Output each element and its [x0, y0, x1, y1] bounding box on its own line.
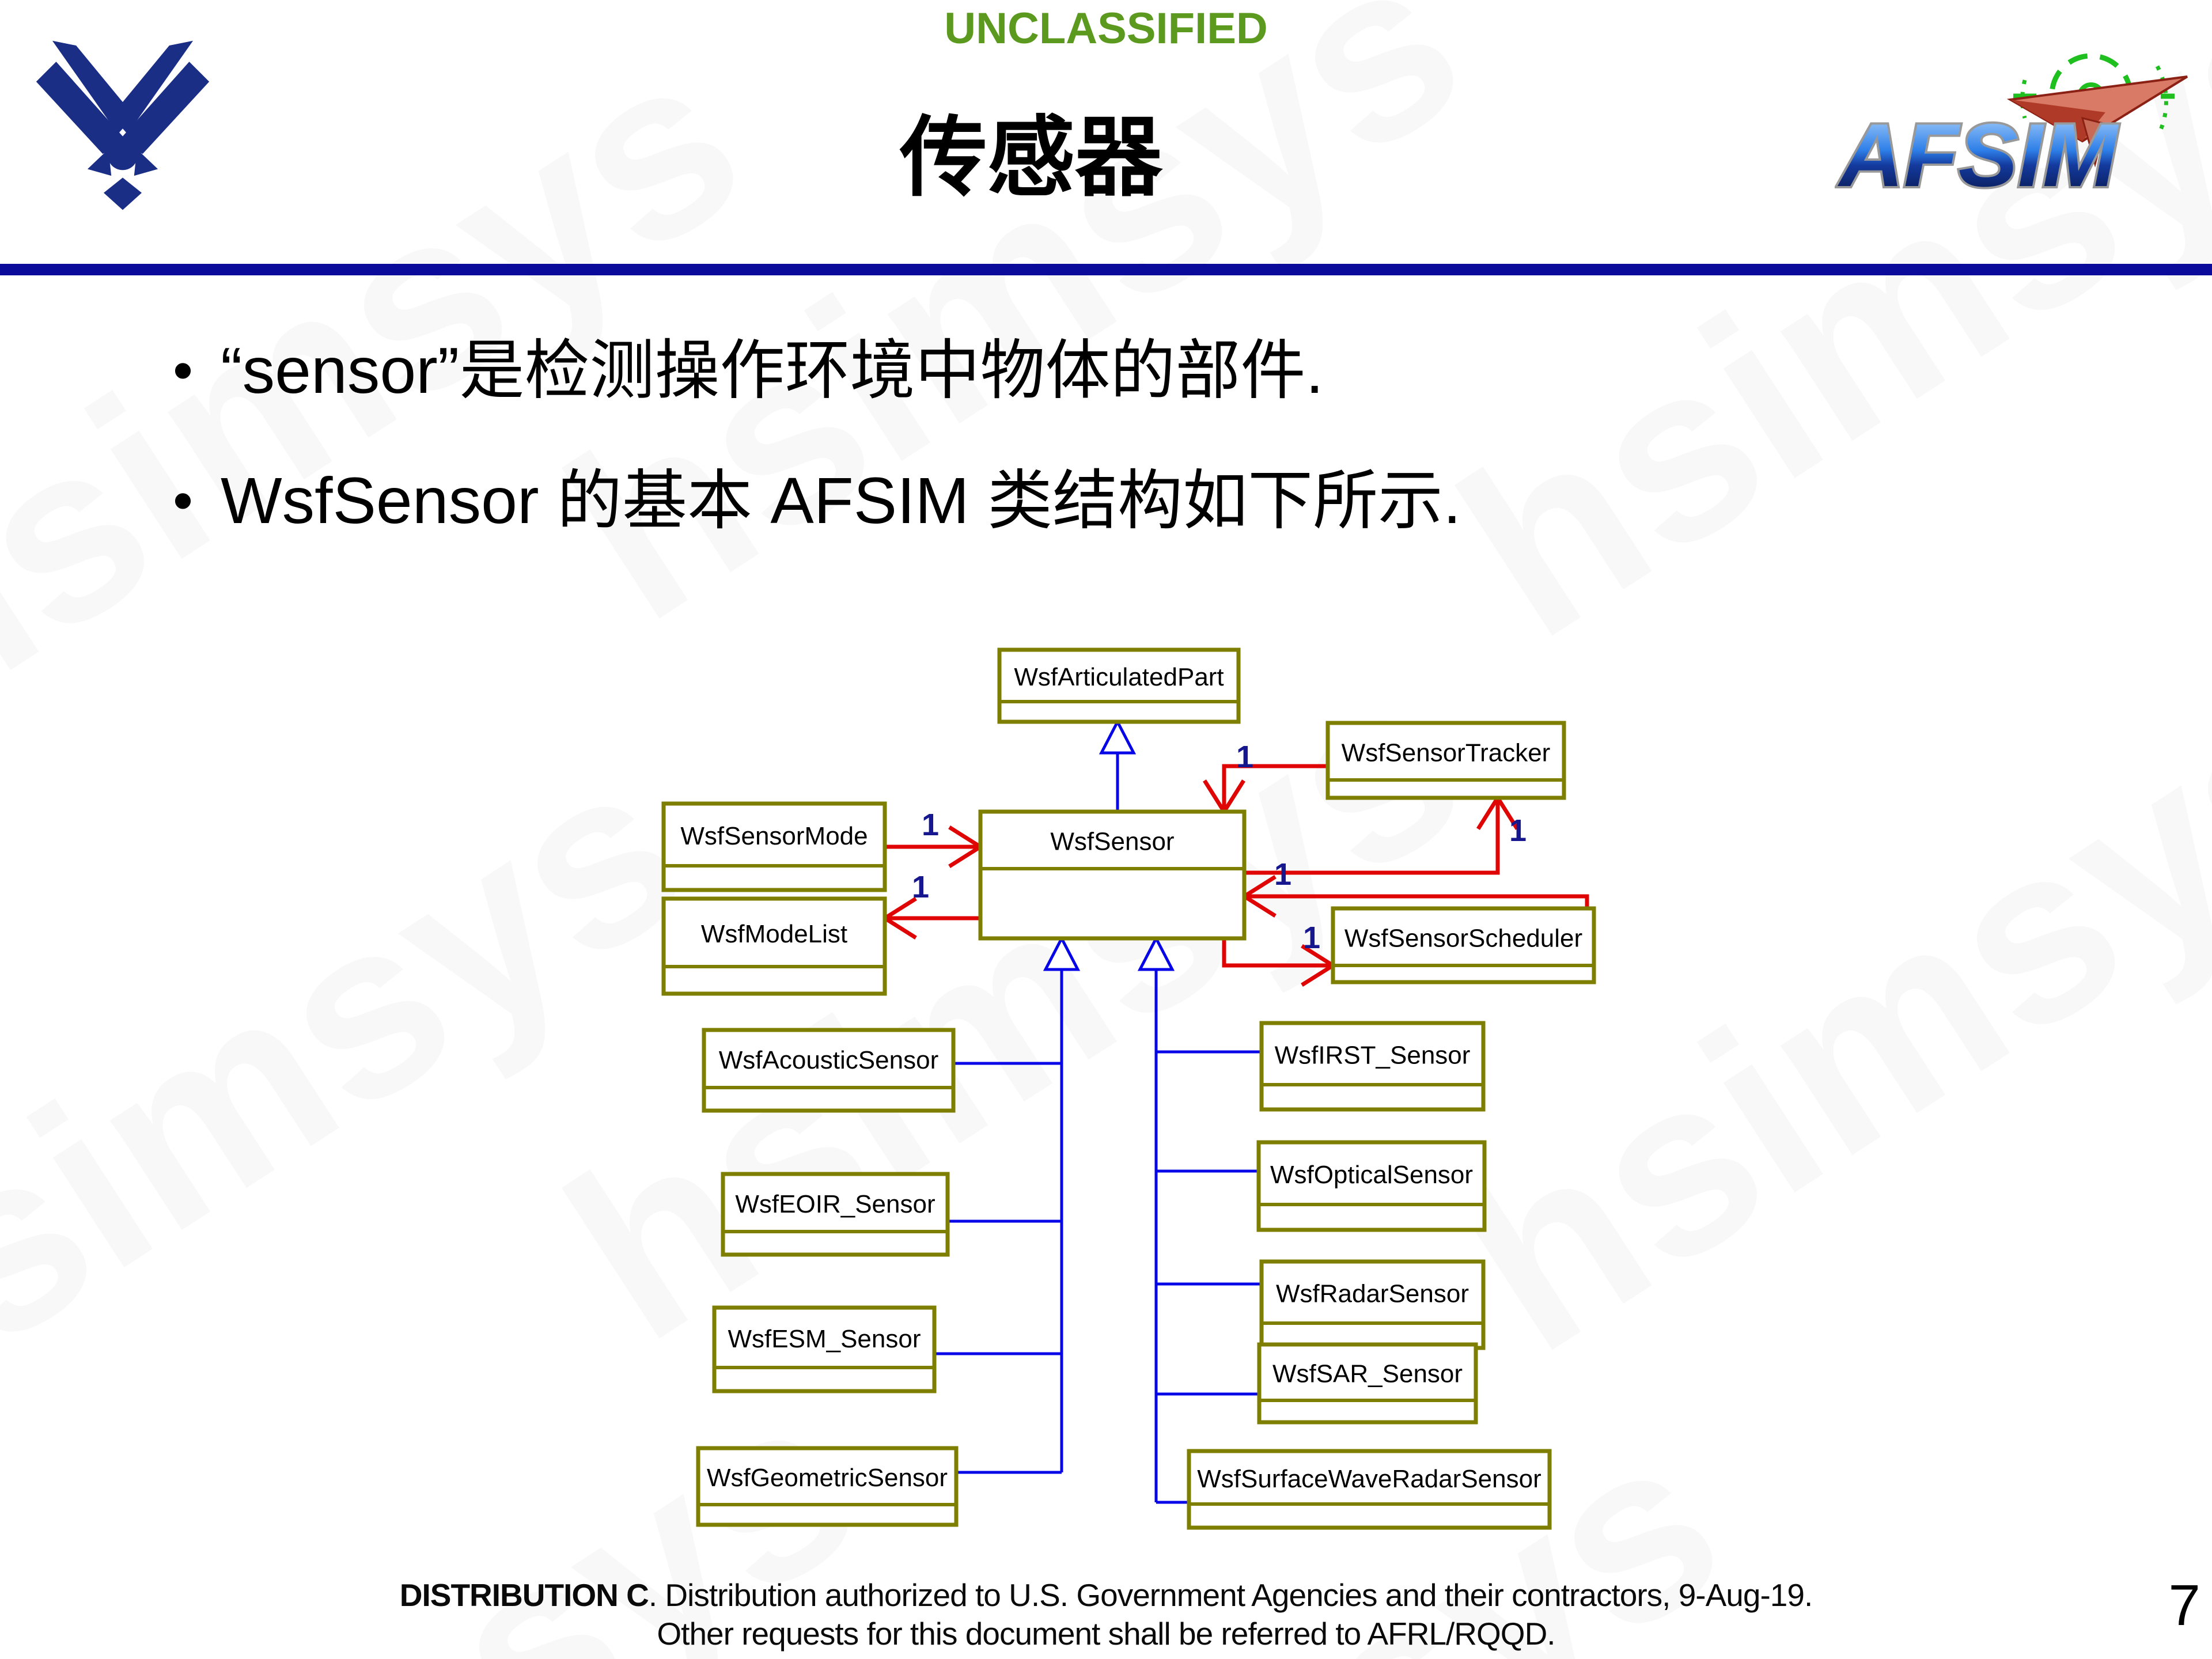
class-box-WsfEOIR_Sensor: [721, 1172, 950, 1257]
class-box-WsfSensor: [978, 809, 1247, 941]
multiplicity-label: 1: [912, 870, 929, 904]
class-label-WsfESM_Sensor: WsfESM_Sensor: [728, 1325, 921, 1353]
afsim-plane-icon: [2006, 75, 2188, 168]
class-label-WsfSensorTracker: WsfSensorTracker: [1342, 739, 1551, 767]
class-label-WsfEOIR_Sensor: WsfEOIR_Sensor: [735, 1190, 935, 1218]
class-label-WsfModeList: WsfModeList: [701, 920, 847, 948]
class-box-WsfAcousticSensor: [702, 1028, 956, 1113]
uml-class-boxes: WsfArticulatedPartWsfSensorTrackerWsfSen…: [661, 647, 1596, 1530]
multiplicity-label: 1: [1274, 857, 1291, 892]
bullet-marker: •: [173, 468, 194, 533]
assoc-sensor-to-scheduler: [1222, 938, 1333, 968]
distribution-line-1: DISTRIBUTION C. Distribution authorized …: [0, 1576, 2212, 1615]
class-label-WsfSensorScheduler: WsfSensorScheduler: [1344, 925, 1582, 953]
bullet-list: • “sensor”是检测操作环境中物体的部件. • WsfSensor 的基本…: [173, 327, 1959, 588]
bullet-marker: •: [173, 338, 194, 403]
hollow-triangle-icon: [1043, 935, 1081, 971]
header-divider: [0, 264, 2212, 275]
bullet-text: “sensor”是检测操作环境中物体的部件.: [221, 334, 1324, 407]
multiplicity-label: 1: [922, 808, 939, 842]
usaf-wings-logo: [36, 40, 210, 210]
class-label-WsfSensorMode: WsfSensorMode: [680, 822, 868, 850]
afsim-logo-text: AFSIM: [1837, 105, 2119, 205]
bullet-text: WsfSensor 的基本 AFSIM 类结构如下所示.: [221, 464, 1461, 537]
multiplicity-label: 1: [1509, 813, 1527, 848]
class-label-WsfGeometricSensor: WsfGeometricSensor: [707, 1464, 948, 1492]
class-box-WsfSAR_Sensor: [1257, 1342, 1478, 1425]
multiplicity-label: 1: [1303, 921, 1320, 955]
class-box-WsfSurfaceWaveRadarSensor: [1187, 1449, 1552, 1530]
generalization-arrowheads: [1043, 718, 1175, 971]
class-box-WsfESM_Sensor: [712, 1305, 937, 1393]
assoc-tracker-to-sensor: [1222, 764, 1328, 812]
class-box-WsfIRST_Sensor: [1259, 1021, 1486, 1112]
class-label-WsfAcousticSensor: WsfAcousticSensor: [719, 1046, 938, 1074]
afsim-logo: AFSIM: [1835, 53, 2188, 207]
class-box-WsfSensorTracker: [1325, 721, 1566, 800]
multiplicity-label: 1: [1236, 740, 1253, 774]
class-box-WsfSensorMode: [661, 801, 887, 892]
bullet-item: • WsfSensor 的基本 AFSIM 类结构如下所示.: [173, 457, 1959, 544]
class-box-WsfSensorScheduler: [1331, 906, 1596, 984]
class-box-WsfOpticalSensor: [1256, 1140, 1487, 1232]
page-title: 传感器: [900, 110, 1162, 207]
class-box-WsfModeList: [661, 896, 887, 996]
distribution-statement: DISTRIBUTION C. Distribution authorized …: [0, 1576, 2212, 1653]
class-label-WsfSensor: WsfSensor: [1050, 828, 1174, 856]
class-label-WsfArticulatedPart: WsfArticulatedPart: [1014, 663, 1224, 691]
assoc-sensor-to-tracker: [1244, 798, 1500, 875]
classification-banner: UNCLASSIFIED: [944, 4, 1268, 53]
page-number: 7: [2168, 1573, 2200, 1638]
generalization-lines: [934, 753, 1262, 1504]
class-label-WsfRadarSensor: WsfRadarSensor: [1276, 1280, 1469, 1308]
bullet-item: • “sensor”是检测操作环境中物体的部件.: [173, 327, 1959, 414]
class-label-WsfIRST_Sensor: WsfIRST_Sensor: [1275, 1041, 1471, 1070]
assoc-scheduler-to-sensor: [1244, 894, 1589, 908]
class-box-WsfGeometricSensor: [696, 1446, 959, 1527]
distribution-label: DISTRIBUTION C: [399, 1577, 649, 1613]
hollow-triangle-icon: [1137, 935, 1175, 971]
distribution-line-2: Other requests for this document shall b…: [657, 1616, 1555, 1652]
class-label-WsfSurfaceWaveRadarSensor: WsfSurfaceWaveRadarSensor: [1197, 1465, 1541, 1493]
class-box-WsfArticulatedPart: [997, 647, 1241, 724]
hollow-triangle-icon: [1099, 718, 1137, 755]
class-label-WsfOpticalSensor: WsfOpticalSensor: [1270, 1161, 1473, 1189]
distribution-line-1-text: . Distribution authorized to U.S. Govern…: [648, 1577, 1813, 1613]
class-label-WsfSAR_Sensor: WsfSAR_Sensor: [1272, 1360, 1463, 1388]
